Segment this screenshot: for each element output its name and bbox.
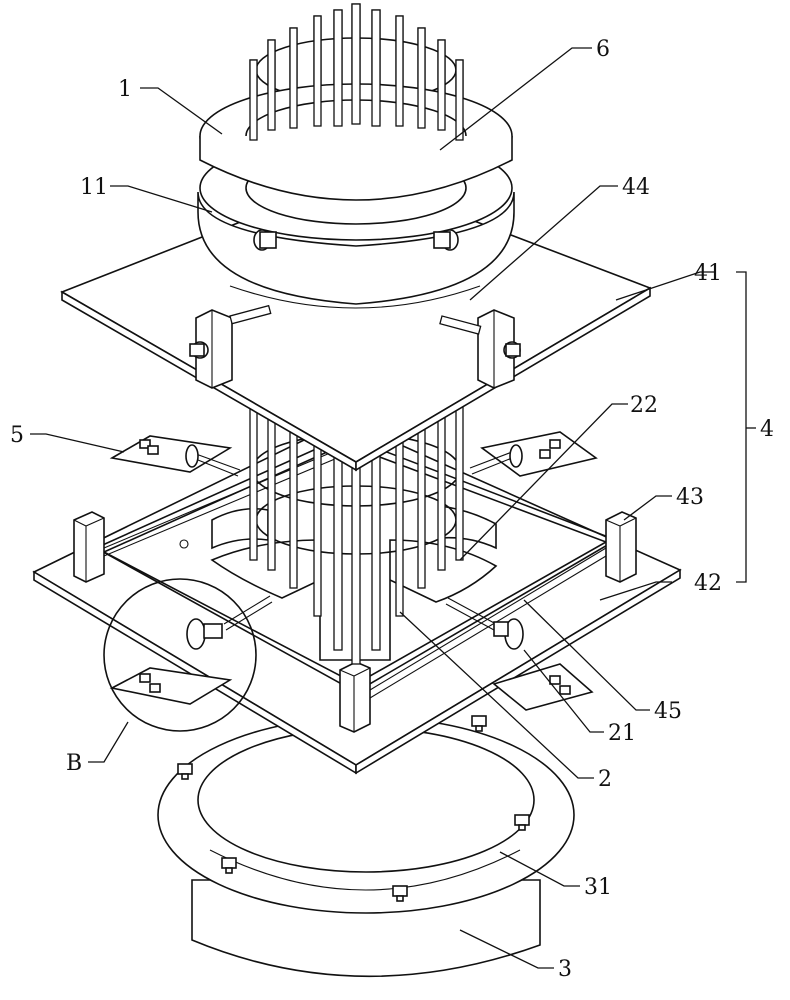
label-44: 44 [622,175,650,200]
label-22: 22 [630,393,658,418]
top-plate-brackets [189,304,521,389]
part-labels: 1 6 11 44 41 5 22 4 43 42 45 21 B 2 31 3 [10,37,774,982]
label-2: 2 [598,767,612,792]
leader-lines [30,47,756,969]
label-5: 5 [10,423,24,448]
bolt-icon [221,857,237,874]
label-b: B [66,751,82,776]
bolt-icon [471,715,487,732]
label-31: 31 [584,875,612,900]
label-6: 6 [596,37,610,62]
bolt-icon [514,814,530,831]
label-11: 11 [80,175,108,200]
flange-bolts [177,715,530,902]
clamp-plates [109,431,598,711]
label-3: 3 [558,957,572,982]
bolt-icon [139,673,161,693]
label-45: 45 [654,699,682,724]
detail-circle-b [103,578,257,732]
rod-tips [249,3,464,141]
top-rings [197,83,515,305]
label-4: 4 [760,417,774,442]
bolt-icon [392,885,408,902]
label-1: 1 [118,77,132,102]
bolt-icon [139,439,159,455]
label-42: 42 [694,571,722,596]
label-21: 21 [608,721,636,746]
label-43: 43 [676,485,704,510]
bolt-icon [549,675,571,695]
bolt-icon [539,439,561,459]
label-41: 41 [694,261,722,286]
adjusting-screws [185,444,524,650]
bolt-icon [177,763,193,780]
